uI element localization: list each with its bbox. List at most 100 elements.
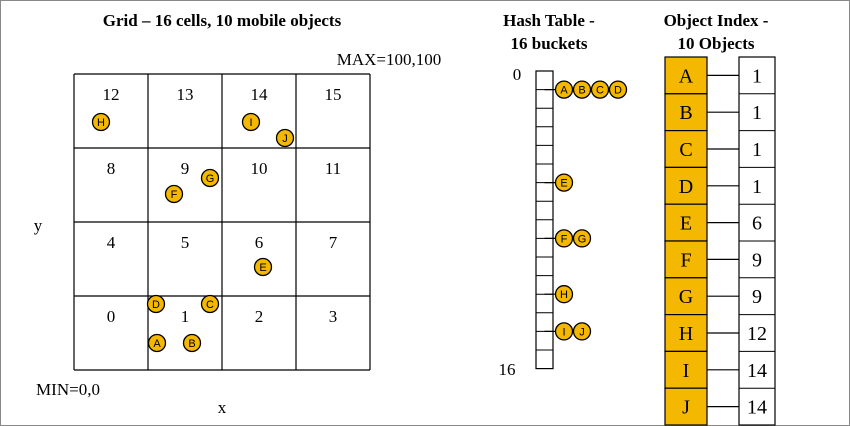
grid-object-f: F: [164, 184, 184, 204]
grid-object-d: D: [146, 294, 166, 314]
svg-text:D: D: [152, 299, 160, 311]
grid-cell-number: 4: [107, 233, 116, 252]
svg-text:H: H: [560, 289, 568, 301]
grid-title: Grid – 16 cells, 10 mobile objects: [103, 11, 342, 30]
grid-cell-number: 0: [107, 307, 116, 326]
hash-chain-object-a: A: [554, 80, 574, 99]
index-object-id: C: [679, 139, 692, 161]
hash-chain-object-e: E: [554, 173, 574, 192]
grid-cell-number: 11: [325, 159, 341, 178]
index-cell-value: 6: [752, 213, 762, 235]
grid-object-a: A: [147, 333, 167, 353]
grid-cell-number: 7: [329, 233, 338, 252]
hash-chain-object-i: I: [554, 322, 574, 341]
hash-top-index: 0: [513, 65, 522, 84]
svg-text:I: I: [249, 117, 252, 129]
grid-cell-number: 6: [255, 233, 264, 252]
index-row-j: J 14: [664, 387, 767, 426]
index-object-id: G: [679, 286, 693, 308]
grid-cell-number: 13: [177, 85, 194, 104]
svg-text:I: I: [562, 326, 565, 338]
grid-cell-number: 1: [181, 307, 190, 326]
svg-text:A: A: [560, 85, 568, 97]
grid-object-b: B: [182, 333, 202, 353]
hash-chain-bucket-6: E: [544, 173, 574, 192]
index-cell-value: 1: [752, 102, 762, 124]
svg-text:D: D: [614, 85, 622, 97]
index-object-id: B: [679, 102, 692, 124]
hash-table: [535, 70, 554, 370]
grid-cell-number: 5: [181, 233, 190, 252]
hash-chain-object-d: D: [608, 80, 628, 99]
svg-text:F: F: [561, 233, 568, 245]
index-cell-value: 1: [752, 176, 762, 198]
index-object-cell: [664, 387, 708, 426]
index-cell-value: 12: [747, 323, 767, 345]
svg-text:C: C: [596, 85, 604, 97]
index-cell-value: 9: [752, 249, 762, 271]
index-object-id: H: [679, 323, 693, 345]
hash-title-line1: Hash Table -: [503, 11, 595, 30]
svg-text:A: A: [153, 338, 161, 350]
index-row-h: H 12: [664, 314, 767, 353]
grid-cell-number: 15: [325, 85, 342, 104]
index-cell-value: 9: [752, 286, 762, 308]
index-cell-value: 14: [747, 360, 767, 382]
grid-lines: [73, 73, 371, 371]
svg-text:C: C: [206, 299, 214, 311]
grid-object-j: J: [275, 128, 295, 148]
hash-chain-object-g: G: [572, 229, 592, 248]
index-object-id: I: [683, 360, 690, 382]
index-object-cell: [664, 130, 708, 169]
grid-object-g: G: [200, 168, 220, 188]
grid-object-i: I: [241, 112, 261, 132]
svg-text:E: E: [259, 262, 266, 274]
index-object-cell: [664, 56, 708, 95]
svg-text:H: H: [97, 117, 105, 129]
svg-text:B: B: [188, 338, 195, 350]
hash-title-line2: 16 buckets: [511, 34, 588, 53]
svg-text:J: J: [282, 133, 288, 145]
grid-cell-number: 14: [251, 85, 269, 104]
index-row-i: I 14: [664, 350, 767, 389]
grid-cell-number: 3: [329, 307, 338, 326]
index-title-line2: 10 Objects: [678, 34, 755, 53]
svg-text:E: E: [560, 178, 567, 190]
index-object-id: E: [680, 213, 692, 235]
index-cell-value: 1: [752, 139, 762, 161]
svg-text:G: G: [578, 233, 587, 245]
grid-cell-number: 8: [107, 159, 116, 178]
grid-cell-number: 10: [251, 159, 268, 178]
hash-chain-object-b: B: [572, 80, 592, 99]
index-object-id: J: [682, 397, 690, 419]
index-object-id: A: [679, 65, 694, 87]
grid-object-h: H: [91, 112, 111, 132]
index-object-id: D: [679, 176, 693, 198]
svg-text:J: J: [579, 326, 585, 338]
svg-text:G: G: [206, 173, 215, 185]
y-axis-label: y: [34, 216, 43, 235]
index-cell-value: 1: [752, 65, 762, 87]
index-title-line1: Object Index -: [664, 11, 769, 30]
grid-cell-number: 9: [181, 159, 190, 178]
hash-chain-object-j: J: [572, 322, 592, 341]
x-axis-label: x: [218, 398, 227, 417]
index-cell-value: 14: [747, 397, 767, 419]
hash-chain-object-h: H: [554, 285, 574, 304]
grid-objects: A B C D E F G H I J: [91, 112, 295, 353]
svg-text:F: F: [171, 189, 178, 201]
index-object-id: F: [680, 249, 691, 271]
